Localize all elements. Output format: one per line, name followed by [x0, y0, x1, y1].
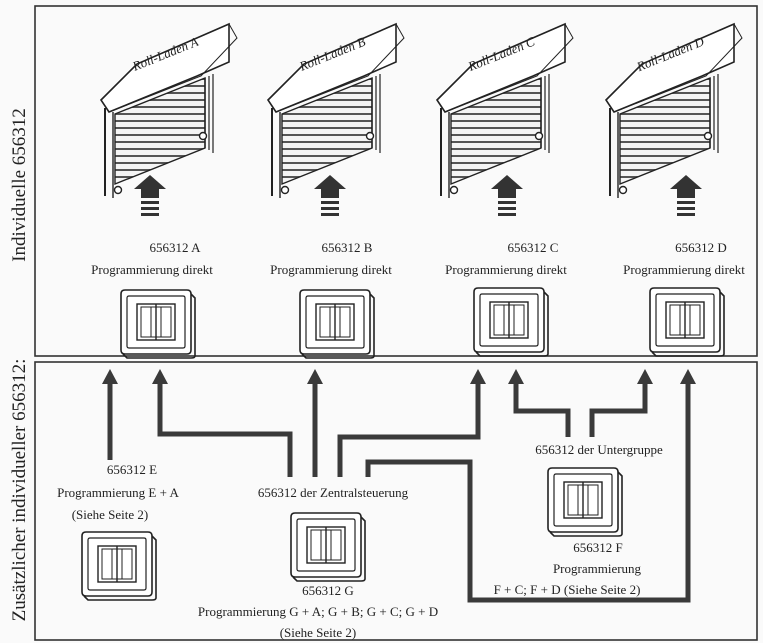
line-g-to-c [337, 384, 481, 477]
switch-g [290, 512, 366, 582]
switch-d-mode: Programmierung direkt [623, 262, 745, 277]
shutter-b: Roll-Laden B [267, 23, 405, 199]
switch-c [473, 287, 549, 357]
switch-f-title: 656312 der Untergruppe [535, 442, 663, 457]
line-g-to-a [157, 384, 293, 477]
switch-c-code: 656312 C [508, 240, 559, 255]
switch-e-note: (Siehe Seite 2) [72, 507, 149, 522]
switch-b-mode: Programmierung direkt [270, 262, 392, 277]
switch-a-code: 656312 A [150, 240, 202, 255]
switch-d-code: 656312 D [675, 240, 727, 255]
side-label-bottom: Zusätzlicher individueller 656312: [9, 359, 30, 622]
switch-d [649, 287, 725, 357]
switch-e [81, 531, 157, 601]
switch-g-title: 656312 der Zentralsteuerung [258, 485, 409, 500]
switch-f [547, 467, 623, 537]
switch-e-prog: Programmierung E + A [57, 485, 179, 500]
line-f-to-c [513, 384, 571, 437]
arrowhead-f-c [508, 369, 524, 384]
shutter-c: Roll-Laden C [436, 23, 574, 199]
line-g-to-d [365, 384, 691, 603]
arrowhead-g-a [152, 369, 168, 384]
arrowhead-e-a [102, 369, 118, 384]
arrowhead-g-d [680, 369, 696, 384]
line-f-to-d [589, 384, 648, 437]
shutter-a: Roll-Laden A [100, 23, 238, 199]
switch-g-code: 656312 G [302, 583, 354, 598]
shutter-d: Roll-Laden D [605, 23, 743, 199]
switch-f-prog: Programmierung [553, 561, 642, 576]
switch-e-code: 656312 E [107, 462, 157, 477]
arrowhead-g-c [470, 369, 486, 384]
side-label-top: Individuelle 656312 [9, 108, 30, 262]
switch-g-prog: Programmierung G + A; G + B; G + C; G + … [198, 604, 438, 619]
top-panel-frame [34, 5, 758, 357]
arrow-up-b [314, 175, 346, 216]
switch-f-code: 656312 F [573, 540, 622, 555]
arrowhead-f-d [637, 369, 653, 384]
arrowhead-g-b [307, 369, 323, 384]
arrow-up-c [491, 175, 523, 216]
switch-b-code: 656312 B [322, 240, 373, 255]
switch-c-mode: Programmierung direkt [445, 262, 567, 277]
switch-a-mode: Programmierung direkt [91, 262, 213, 277]
arrow-up-d [670, 175, 702, 216]
switch-a [120, 289, 196, 359]
arrow-up-a [134, 175, 166, 216]
switch-b [299, 289, 375, 359]
switch-g-note: (Siehe Seite 2) [280, 625, 357, 640]
switch-f-detail: F + C; F + D (Siehe Seite 2) [494, 582, 641, 597]
bottom-panel-frame [34, 361, 758, 641]
